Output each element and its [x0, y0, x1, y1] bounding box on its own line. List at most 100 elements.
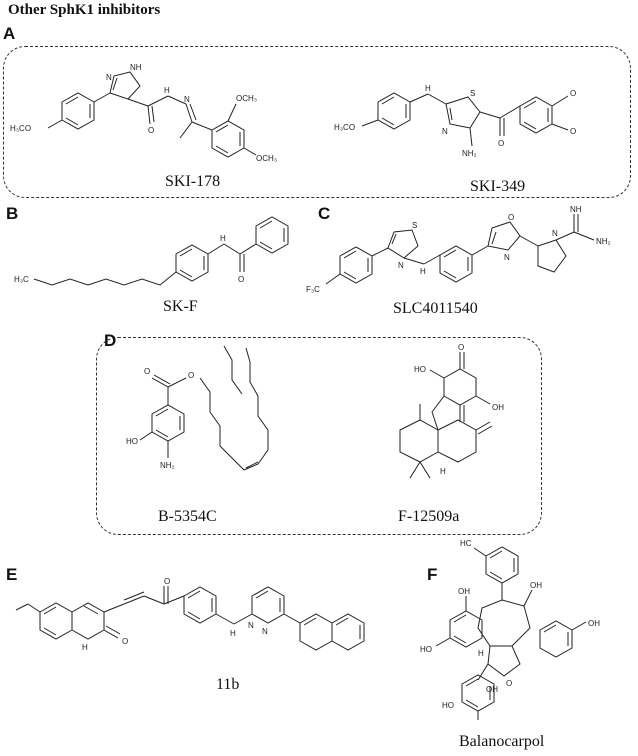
atom-label: OH — [486, 685, 498, 694]
atom-label: O — [188, 371, 194, 380]
compound-name-f12509a: F-12509a — [398, 508, 460, 525]
atom-label: N — [106, 73, 112, 82]
skf-alkyl-chain — [33, 271, 177, 286]
panel-label-a: A — [3, 24, 16, 43]
compound-name-skf: SK-F — [163, 298, 198, 315]
slc-pyrrolidine-ring — [537, 239, 567, 273]
slc-cf3-phenyl-ring — [339, 246, 373, 284]
compound-name-balanocarpol: Balanocarpol — [459, 733, 545, 750]
atom-label: N — [552, 229, 558, 238]
atom-label: OH — [458, 587, 470, 596]
atom-label: OCH₃ — [236, 94, 257, 103]
atom-label: O — [144, 367, 150, 376]
atom-label: S — [412, 221, 417, 230]
atom-label: H — [478, 649, 484, 658]
ski178-phenyl-ring — [61, 92, 95, 130]
atom-label: O — [508, 213, 514, 222]
atom-label: O — [570, 127, 576, 136]
atom-label: HC — [460, 539, 472, 548]
compound-name-slc4011540: SLC4011540 — [393, 300, 478, 317]
atom-label: N — [262, 627, 268, 636]
atom-label: HO — [442, 701, 454, 710]
atom-label: N — [184, 95, 190, 104]
atom-label: H₃CO — [334, 123, 355, 132]
11b-naphthalene-ring-1 — [299, 613, 333, 651]
structure-11b — [15, 586, 365, 651]
structure-skf — [33, 216, 289, 286]
f12509a-decalin-ring-2 — [437, 419, 477, 463]
balanocarpol-central-ring — [477, 599, 531, 647]
ski178-pyrazole-ring — [109, 71, 141, 100]
atom-label: H — [440, 467, 446, 476]
atom-label: H — [220, 234, 226, 243]
atom-label: HO — [414, 365, 426, 374]
structure-f12509a — [399, 352, 493, 479]
atom-label: OH — [588, 619, 600, 628]
atom-label: NH — [570, 205, 582, 214]
atom-label: N — [504, 253, 510, 262]
structure-slc4011540 — [325, 214, 595, 285]
atom-label: N — [248, 621, 254, 630]
balanocarpol-right-resorcinol-ring — [539, 620, 573, 658]
slc-thiazole-ring — [387, 229, 419, 259]
atom-label: OCH₃ — [256, 154, 277, 163]
b5354c-aminophenol-ring — [151, 404, 185, 442]
panel-label-d: D — [104, 331, 117, 350]
11b-pyrimidine-ring — [251, 586, 285, 624]
atom-label: S — [470, 89, 475, 98]
ski178-dimethoxyphenyl-ring — [211, 120, 245, 158]
balanocarpol-bottom-phenol-ring — [461, 674, 495, 712]
atom-label: HO — [126, 437, 138, 446]
atom-label: OH — [530, 581, 542, 590]
compound-name-ski178: SKI-178 — [165, 173, 221, 190]
ski349-methoxyphenyl-ring — [377, 92, 411, 130]
11b-phenyl-ring — [183, 586, 217, 624]
atom-label: H₃CO — [10, 124, 31, 133]
figure-title: Other SphK1 inhibitors — [8, 2, 161, 18]
structure-ski349 — [361, 92, 569, 147]
atom-labels: H₃CO N NH O H N OCH₃ OCH₃ H₃CO H N S NH₂… — [10, 63, 611, 710]
f12509a-decalin-ring-1 — [399, 419, 439, 463]
balanocarpol-top-phenol-ring — [485, 546, 519, 584]
atom-label: OH — [492, 403, 504, 412]
atom-label: O — [506, 679, 512, 688]
balanocarpol-dihydrofuran-ring — [487, 645, 521, 677]
atom-label: O — [570, 89, 576, 98]
atom-label: O — [164, 577, 170, 586]
atom-label: O — [238, 275, 244, 284]
11b-naphthalene-ring-2 — [331, 613, 365, 651]
atom-label: H — [164, 86, 170, 95]
f12509a-quinone-ring — [443, 368, 477, 406]
panel-label-e: E — [6, 565, 18, 584]
skf-phenyl-ring — [175, 244, 209, 282]
atom-label: H₃C — [14, 275, 29, 284]
ski349-thiazole-ring — [445, 96, 481, 129]
b5354c-alkenyl-chain — [199, 347, 269, 471]
atom-label: N — [398, 261, 404, 270]
compound-name-ski349: SKI-349 — [470, 178, 526, 195]
compound-name-b5354c: B-5354C — [158, 508, 217, 525]
atom-label: H — [230, 629, 236, 638]
atom-label: F₃C — [306, 285, 320, 294]
atom-label: O — [148, 126, 154, 135]
panel-label-f: F — [427, 565, 438, 584]
atom-label: NH₂ — [462, 149, 477, 158]
structure-ski178 — [47, 71, 257, 158]
atom-label: O — [498, 139, 504, 148]
atom-label: NH₂ — [160, 461, 175, 470]
structure-b5354c — [139, 345, 269, 471]
structure-balanocarpol — [435, 546, 587, 720]
panel-d-box — [96, 337, 542, 535]
compound-name-11b: 11b — [216, 676, 240, 693]
atom-label: H — [420, 267, 426, 276]
atom-label: N — [442, 127, 448, 136]
panel-label-b: B — [6, 204, 19, 223]
balanocarpol-left-resorcinol-ring — [449, 610, 483, 648]
atom-label: H — [425, 84, 431, 93]
skf-benzoyl-ring — [255, 216, 289, 254]
atom-label: O — [122, 637, 128, 646]
slc-central-phenyl-ring — [439, 245, 473, 283]
panel-label-c: C — [318, 204, 331, 223]
